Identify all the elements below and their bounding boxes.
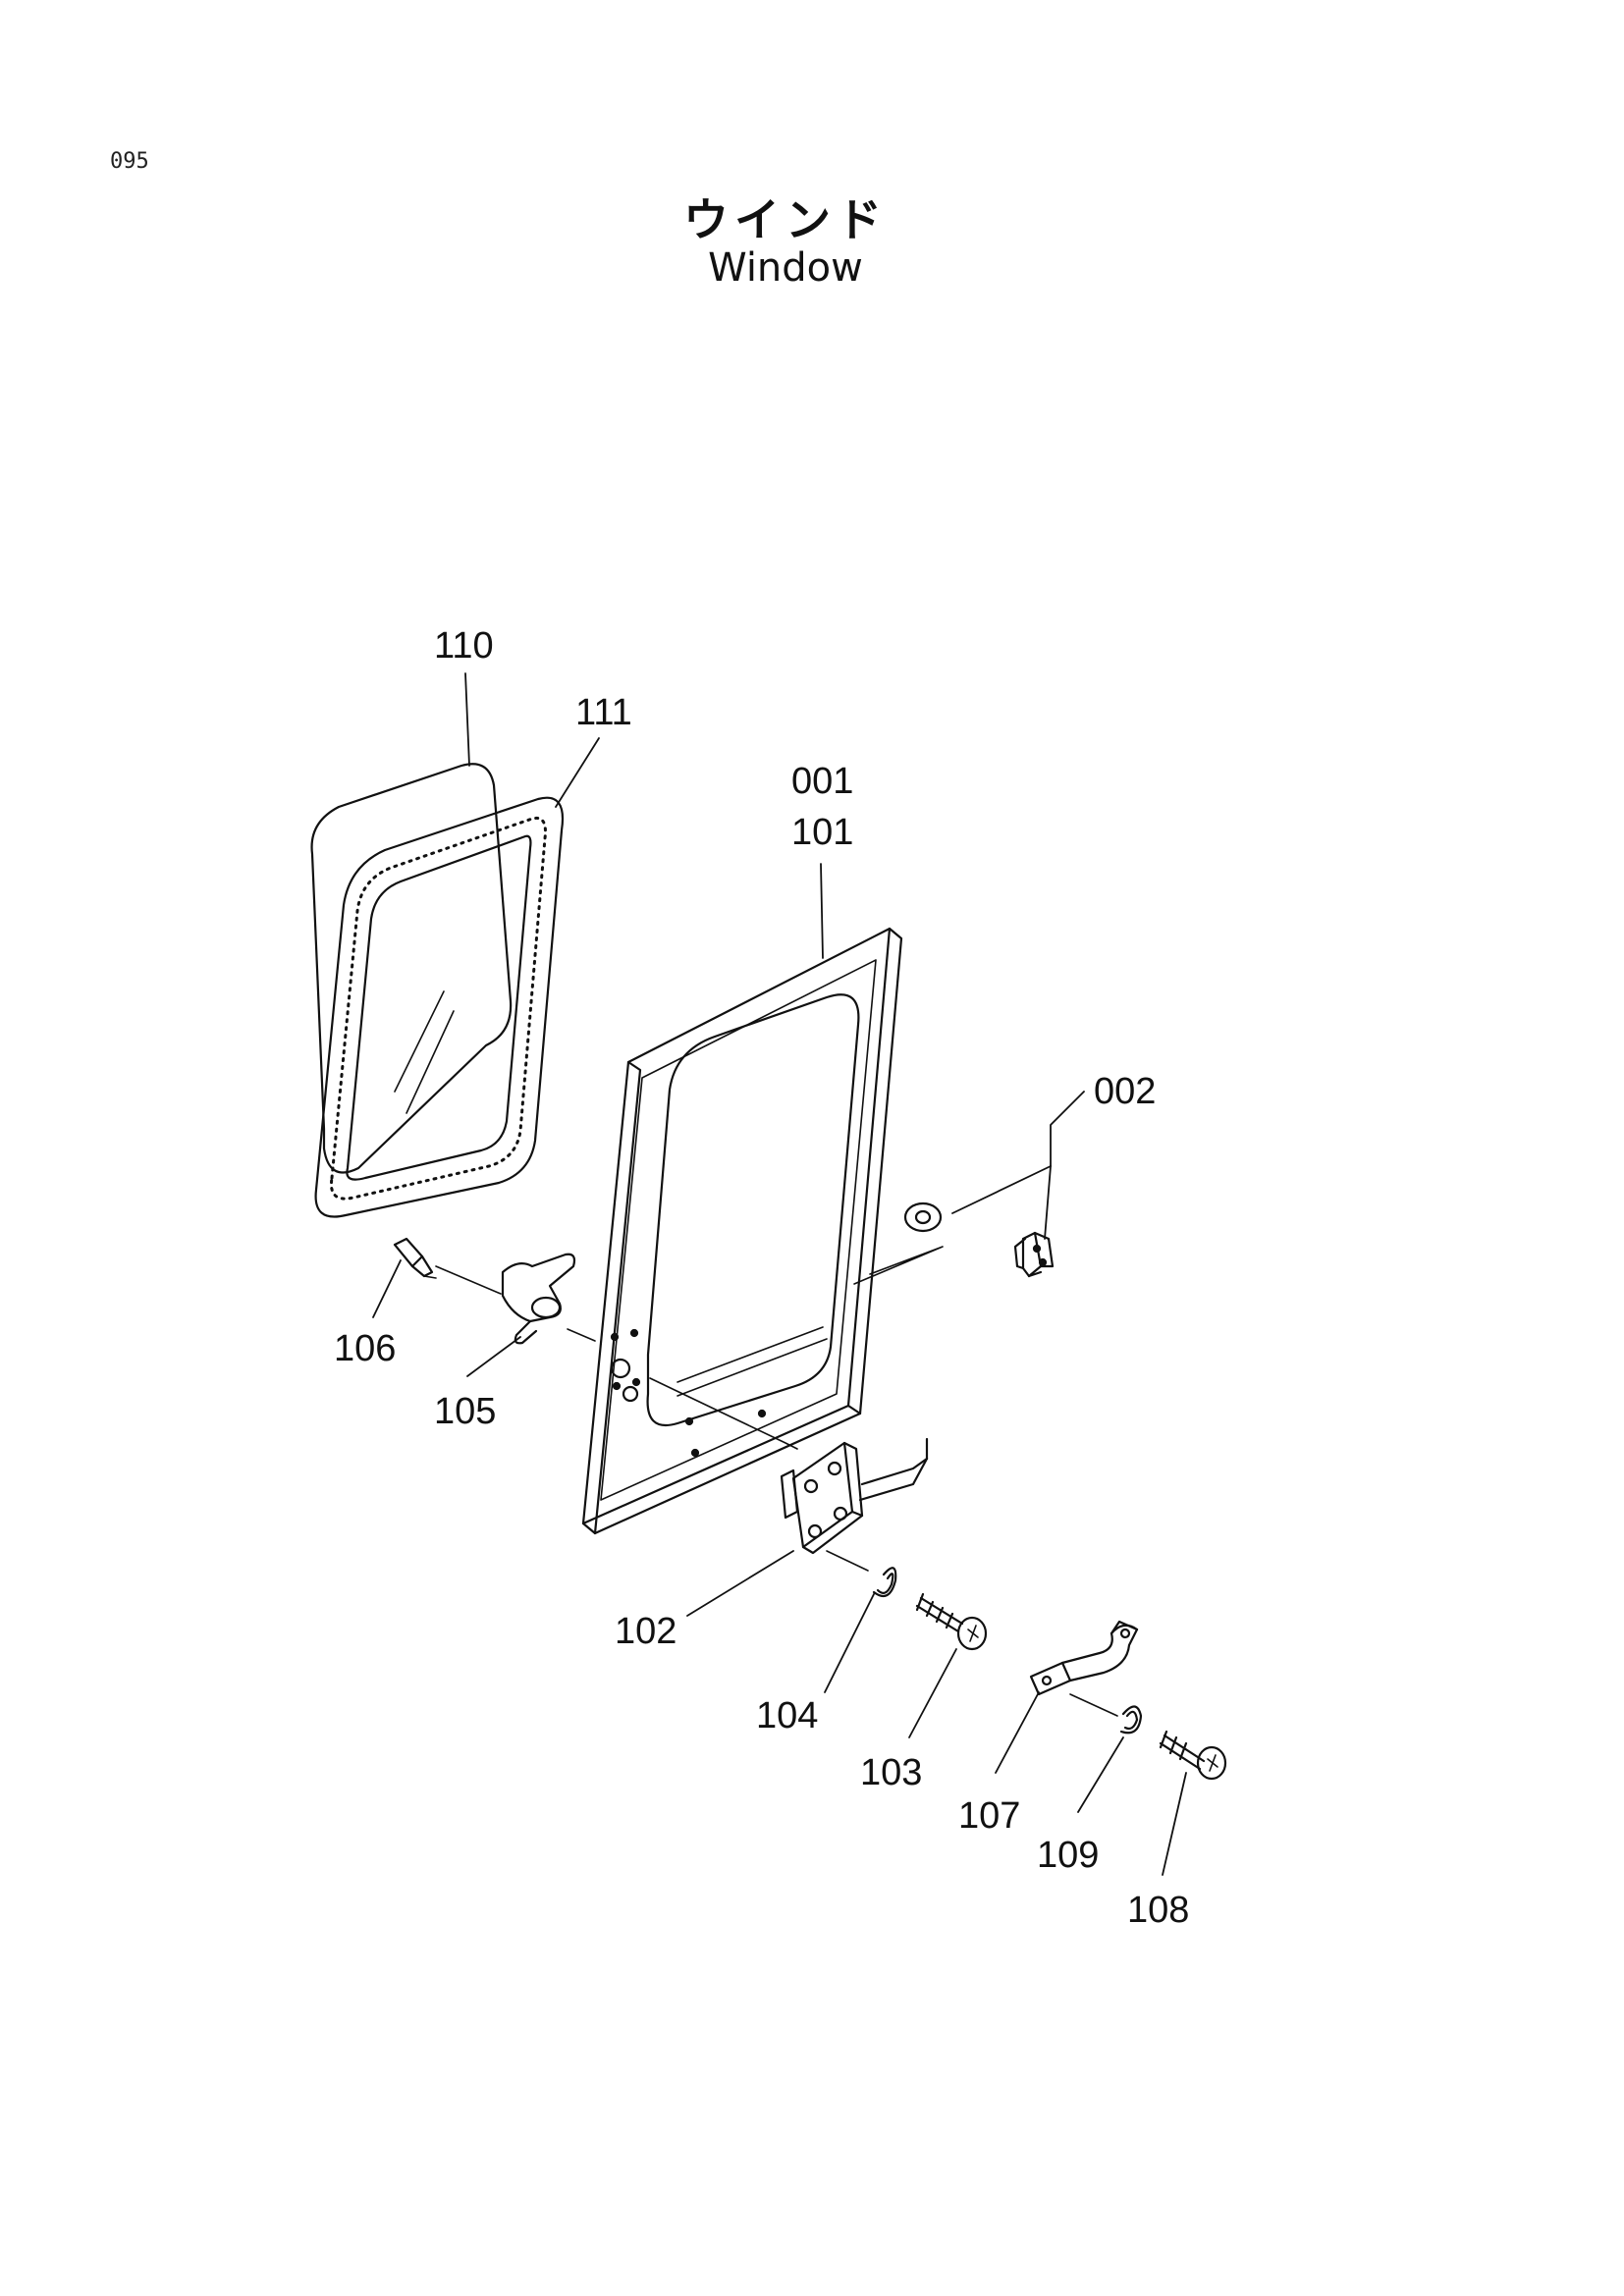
page-number: 095 — [110, 149, 149, 174]
assembly-lines — [435, 1246, 1118, 1717]
bolt-103 — [915, 1592, 988, 1651]
snap-ring-104 — [872, 1567, 897, 1598]
callout-001: 001 — [791, 761, 853, 802]
door-frame-001-101 — [581, 927, 903, 1535]
screw-106 — [393, 1237, 437, 1279]
weather-strip-111 — [314, 796, 565, 1218]
callout-102: 102 — [615, 1611, 677, 1652]
bolt-108 — [1159, 1730, 1227, 1781]
title-japanese: ウインド — [683, 193, 888, 246]
callout-105: 105 — [434, 1391, 496, 1432]
leader-lines — [372, 672, 1187, 1876]
handle-105 — [501, 1253, 576, 1345]
callout-106: 106 — [334, 1328, 396, 1369]
snap-ring-109 — [1119, 1705, 1143, 1735]
glass-pane-110 — [310, 763, 513, 1174]
callout-111: 111 — [575, 692, 632, 733]
callout-110: 110 — [434, 625, 494, 667]
lock-002 — [903, 1201, 1055, 1278]
callout-108: 108 — [1127, 1890, 1189, 1931]
callout-109: 109 — [1037, 1835, 1099, 1876]
callout-002: 002 — [1094, 1071, 1156, 1112]
callout-101: 101 — [791, 812, 853, 853]
latch-102 — [780, 1437, 929, 1555]
callout-103: 103 — [860, 1752, 922, 1793]
grip-107 — [1029, 1620, 1139, 1696]
title-english: Window — [708, 245, 863, 291]
callout-104: 104 — [756, 1695, 818, 1736]
callout-107: 107 — [958, 1795, 1020, 1837]
